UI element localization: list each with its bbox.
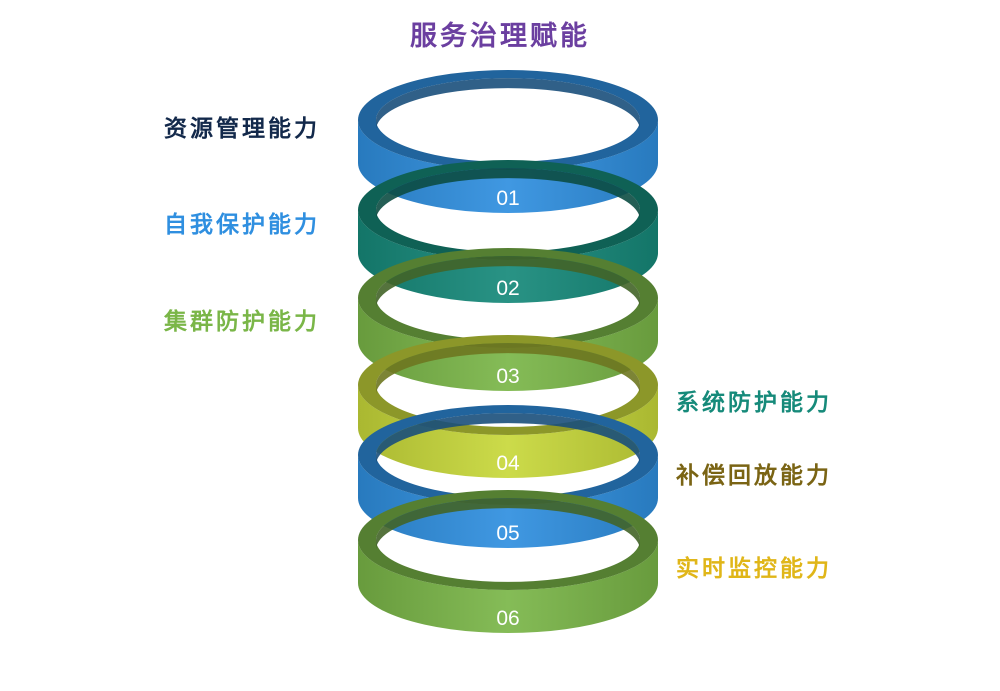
ring-04: 04	[358, 335, 658, 478]
ring-number-05: 05	[496, 522, 519, 545]
layer-label-3: 集群防护能力	[164, 309, 320, 335]
ring-inner-wall	[376, 498, 640, 550]
ring-inner-wall	[376, 343, 640, 395]
ring-number-04: 04	[496, 452, 520, 475]
ring-band	[358, 210, 658, 303]
layer-label-5: 补偿回放能力	[676, 463, 832, 489]
ring-band	[358, 298, 658, 391]
ring-band	[358, 455, 658, 548]
ring-number-02: 02	[496, 277, 519, 300]
ring-03: 03	[358, 248, 658, 391]
ring-band	[358, 385, 658, 478]
layer-label-1: 资源管理能力	[164, 116, 320, 142]
ring-inner-wall	[376, 413, 640, 465]
ring-05: 05	[358, 405, 658, 548]
ring-06: 06	[358, 490, 658, 633]
layer-label-4: 系统防护能力	[676, 390, 832, 416]
ring-inner-wall	[376, 168, 640, 220]
ring-number-01: 01	[496, 187, 519, 210]
ring-band	[358, 540, 658, 633]
layer-label-6: 实时监控能力	[676, 556, 832, 582]
layer-label-2: 自我保护能力	[164, 212, 320, 238]
ring-band	[358, 120, 658, 213]
ring-01: 01	[358, 70, 658, 213]
ring-number-06: 06	[496, 607, 519, 630]
ring-02: 02	[358, 160, 658, 303]
ring-inner-wall	[376, 256, 640, 308]
ring-number-03: 03	[496, 365, 519, 388]
diagram-title: 服务治理赋能	[410, 21, 590, 52]
ring-inner-wall	[376, 78, 640, 130]
